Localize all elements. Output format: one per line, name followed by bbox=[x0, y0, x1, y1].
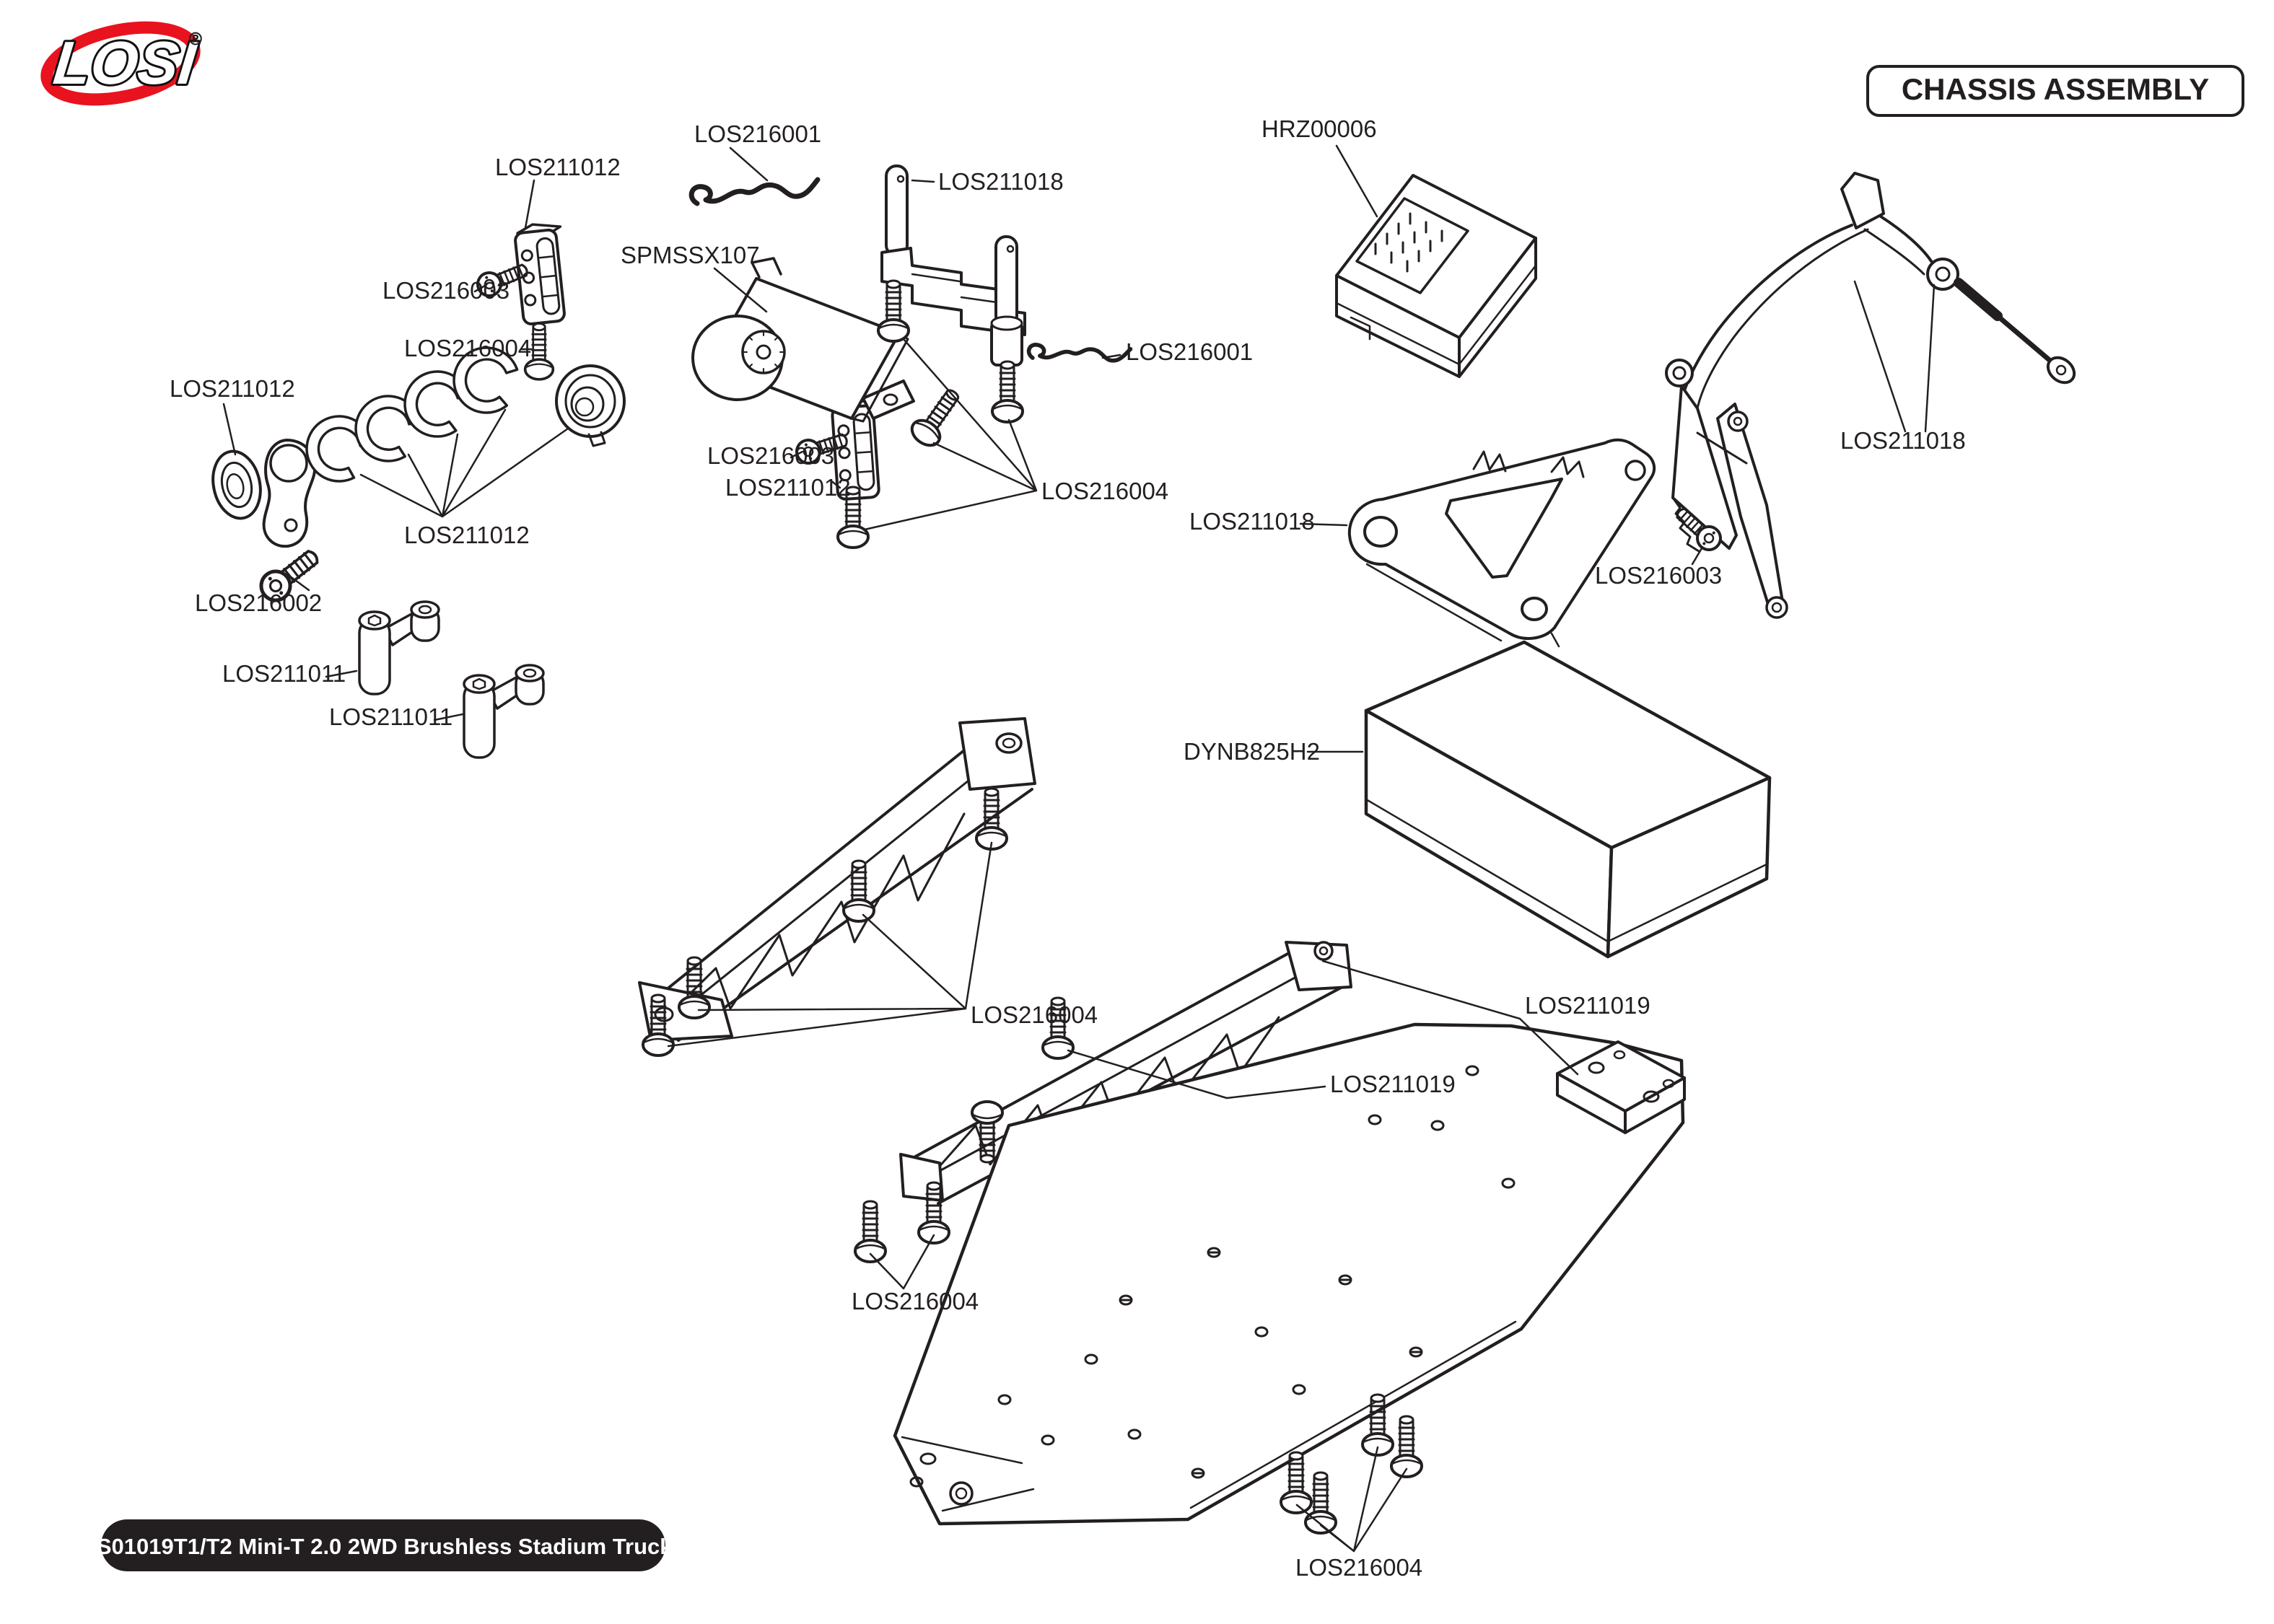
part-label-los216004-chassis-screws-1: LOS216004 bbox=[852, 1288, 979, 1314]
part-label-los216003-screw-2: LOS216003 bbox=[707, 442, 834, 469]
footer-badge: C-LOS01019T1/T2 Mini-T 2.0 2WD Brushless… bbox=[42, 1519, 725, 1571]
body-clip-drawing bbox=[691, 180, 818, 203]
part-label-los216001-top: LOS216001 bbox=[694, 120, 821, 147]
part-label-los216002-screw: LOS216002 bbox=[195, 589, 322, 616]
receiver-drawing bbox=[1335, 174, 1537, 378]
page-title: CHASSIS ASSEMBLY bbox=[1902, 72, 2209, 106]
receiver-pins-icon bbox=[1374, 212, 1443, 273]
left-side-rail-drawing bbox=[638, 717, 1036, 1042]
rear-body-mount-drawing bbox=[1665, 172, 1959, 619]
part-labels: LOS216001 LOS211012 LOS216003 LOS216004 … bbox=[170, 115, 1966, 1581]
part-label-los216004-left-rail-screws: LOS216004 bbox=[971, 1001, 1098, 1028]
kit-name-badge: C-LOS01019T1/T2 Mini-T 2.0 2WD Brushless… bbox=[42, 1534, 725, 1559]
long-screw-drawing bbox=[1954, 278, 2076, 385]
part-label-los216003-screw-1: LOS216003 bbox=[382, 277, 510, 304]
registered-mark: ® bbox=[189, 30, 202, 49]
part-label-los211019-chassis: LOS211019 bbox=[1525, 992, 1650, 1019]
front-body-mount-drawing bbox=[880, 164, 1026, 367]
chassis-holes bbox=[997, 1065, 1516, 1479]
part-label-los211018-rear-body-mount: LOS211018 bbox=[1840, 427, 1966, 454]
part-label-los216001-clip-2: LOS216001 bbox=[1126, 338, 1253, 365]
part-label-los211018-front-body-mount: LOS211018 bbox=[938, 168, 1064, 195]
steering-bellcrank-drawing bbox=[358, 600, 440, 695]
part-label-los211011-bellcrank-2: LOS211011 bbox=[329, 703, 452, 730]
screw-drawing bbox=[991, 360, 1024, 423]
diagram-artwork: LOSI ® CHASSIS ASSEMBLY C-LOS01019T1/T2 … bbox=[40, 21, 2244, 1581]
part-label-los216003-screw-3: LOS216003 bbox=[1595, 562, 1722, 589]
battery-box-drawing bbox=[1364, 640, 1772, 959]
part-label-los216004-mount-screws: LOS216004 bbox=[1041, 478, 1168, 504]
servo-saver-disc-drawing bbox=[555, 364, 626, 447]
part-label-los211018-steering-plate: LOS211018 bbox=[1189, 508, 1315, 535]
part-label-los216004-screw-1: LOS216004 bbox=[404, 335, 531, 361]
servo-saver-arm-drawing bbox=[211, 439, 317, 548]
servo-drawing bbox=[691, 257, 915, 423]
part-label-hrz00006-receiver: HRZ00006 bbox=[1261, 115, 1377, 142]
part-label-dynb825h2-battery: DYNB825H2 bbox=[1184, 738, 1320, 765]
screw-drawing bbox=[906, 382, 968, 452]
chassis-plate-drawing bbox=[893, 1022, 1686, 1526]
screw-drawing bbox=[1390, 1415, 1423, 1478]
leader-lines bbox=[222, 144, 1936, 1553]
part-label-los211012-servo-mount-1: LOS211012 bbox=[495, 154, 621, 180]
part-label-los216004-chassis-screws-2: LOS216004 bbox=[1295, 1554, 1422, 1581]
losi-logo: LOSI ® bbox=[40, 21, 203, 106]
brand-wordmark: LOSI bbox=[51, 29, 200, 97]
screw-drawing bbox=[877, 279, 910, 343]
steering-top-plate-drawing bbox=[1347, 438, 1656, 648]
logo-swoosh-icon bbox=[40, 21, 201, 106]
title-box: CHASSIS ASSEMBLY bbox=[1866, 65, 2244, 117]
steering-bellcrank-drawing bbox=[463, 664, 545, 759]
part-label-spmssx107-servo: SPMSSX107 bbox=[621, 242, 760, 268]
part-label-los211012-servo-saver: LOS211012 bbox=[170, 375, 295, 402]
screw-drawing bbox=[854, 1200, 887, 1263]
part-label-los211012-spacers: LOS211012 bbox=[404, 522, 530, 548]
part-label-los211012-servo-mount-2: LOS211012 bbox=[725, 474, 851, 501]
part-label-los211019-side-rail: LOS211019 bbox=[1330, 1071, 1456, 1097]
body-clip-drawing bbox=[1028, 338, 1131, 368]
part-label-los211011-bellcrank-1: LOS211011 bbox=[222, 660, 346, 687]
